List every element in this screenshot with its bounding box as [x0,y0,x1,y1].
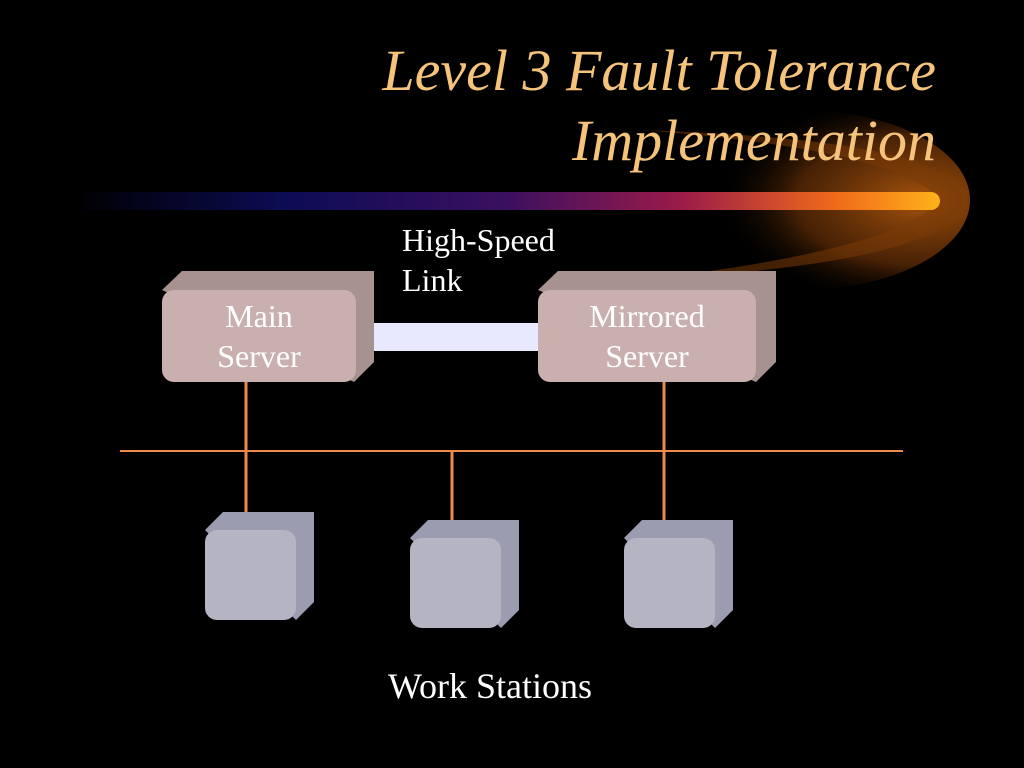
mirrored-server-label: Mirrored Server [540,296,754,376]
title-swoosh-decoration [70,110,970,290]
workstation-2 [410,520,519,628]
work-stations-label: Work Stations [387,666,593,706]
swoosh-ring [640,130,962,280]
high-speed-link-bar [356,323,542,351]
mirrored-server-label-line-1: Mirrored [589,298,705,334]
high-speed-link-label: High-Speed Link [402,220,555,300]
main-server-box [162,271,374,382]
workstation-3 [624,520,733,628]
gradient-stripe [70,192,940,210]
main-server-label: Main Server [162,296,356,376]
mirrored-server-label-line-2: Server [605,338,689,374]
workstation-1 [205,512,314,620]
mirrored-server-box [538,271,776,382]
title-line-1: Level 3 Fault Tolerance [382,38,936,103]
link-label-line-2: Link [402,262,463,298]
link-label-line-1: High-Speed [402,222,555,258]
main-server-label-line-1: Main [225,298,293,334]
slide-title: Level 3 Fault Tolerance Implementation [382,36,936,176]
main-server-label-line-2: Server [217,338,301,374]
title-line-2: Implementation [571,108,936,173]
